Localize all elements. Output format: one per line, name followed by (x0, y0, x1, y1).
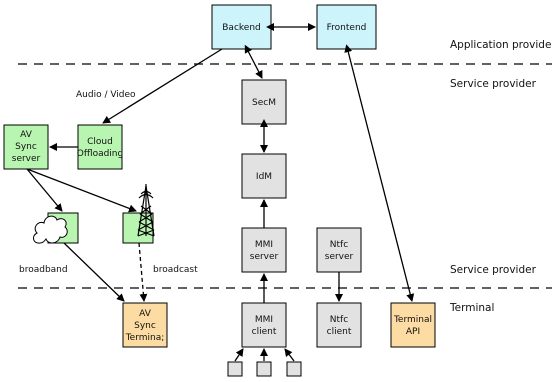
cloud-offloading-box: Cloud Offloading (77, 124, 123, 170)
broadband-terminal-arrow (63, 242, 125, 302)
cloud-offloading-label-2: Offloading (77, 149, 123, 159)
broadcast-terminal-arrow (138, 242, 148, 302)
mmi-client-label-1: MMI (255, 315, 273, 325)
av-sync-server-label-2: Sync (15, 142, 37, 152)
ntfc-server-label-2: server (325, 252, 354, 262)
av-sync-server-label-1: AV (20, 130, 33, 140)
broadcast-label: broadcast (153, 265, 198, 275)
avsync-broadcast-arrow (26, 168, 137, 213)
layer-service-provider-top: Service provider (450, 78, 537, 90)
av-sync-terminal-label-2: Sync (134, 321, 156, 331)
idm-box: IdM (241, 153, 287, 199)
mmi-client-box: MMI client (241, 302, 287, 348)
cloud-offloading-label-1: Cloud (87, 137, 113, 147)
av-sync-server-box: AV Sync server (3, 124, 49, 170)
mmi-server-box: MMI server (241, 227, 287, 273)
secm-box: SecM (241, 79, 287, 125)
mmi-server-label-2: server (250, 252, 279, 262)
terminal-api-label-2: API (406, 327, 420, 337)
ntfc-server-label-1: Ntfc (330, 240, 348, 250)
mmi-server-label-1: MMI (255, 240, 273, 250)
backend-secm-arrow (244, 44, 263, 79)
av-sync-terminal-label-3: Termina; (125, 333, 165, 343)
terminal-api-box: Terminal API (390, 302, 436, 348)
input-device-1 (227, 361, 243, 377)
av-sync-terminal-label-1: AV (139, 309, 152, 319)
ntfc-client-box: Ntfc client (316, 302, 362, 348)
layer-service-provider-bottom: Service provider (450, 264, 537, 276)
input-device-2 (256, 361, 272, 377)
frontend-box: Frontend (316, 4, 377, 50)
ntfc-server-box: Ntfc server (316, 227, 362, 273)
input-device-3 (286, 361, 302, 377)
ntfc-client-label-1: Ntfc (330, 315, 348, 325)
secm-label: SecM (252, 98, 276, 108)
broadcast-node (122, 212, 154, 244)
ntfc-client-label-2: client (327, 327, 352, 337)
backend-label: Backend (222, 23, 260, 33)
mmi-client-label-2: client (252, 327, 277, 337)
backend-cloud-arrow (102, 48, 223, 124)
idm-label: IdM (256, 172, 272, 182)
input-arrow-1 (234, 348, 244, 362)
av-sync-terminal-box: AV Sync Termina; (122, 302, 168, 348)
cloud-icon (32, 215, 68, 244)
layer-application-provider: Application provider (450, 39, 552, 51)
broadband-label: broadband (19, 265, 68, 275)
backend-box: Backend (211, 4, 272, 50)
terminal-api-label-1: Terminal (393, 315, 432, 325)
input-arrow-3 (284, 348, 295, 362)
av-sync-server-label-3: server (12, 154, 41, 164)
frontend-label: Frontend (327, 23, 367, 33)
antenna-tower-icon (137, 184, 155, 237)
audio-video-label: Audio / Video (76, 90, 136, 100)
avsync-broadband-arrow (26, 168, 63, 212)
frontend-terminal-api-arrow (344, 44, 415, 302)
layer-terminal: Terminal (449, 302, 494, 314)
